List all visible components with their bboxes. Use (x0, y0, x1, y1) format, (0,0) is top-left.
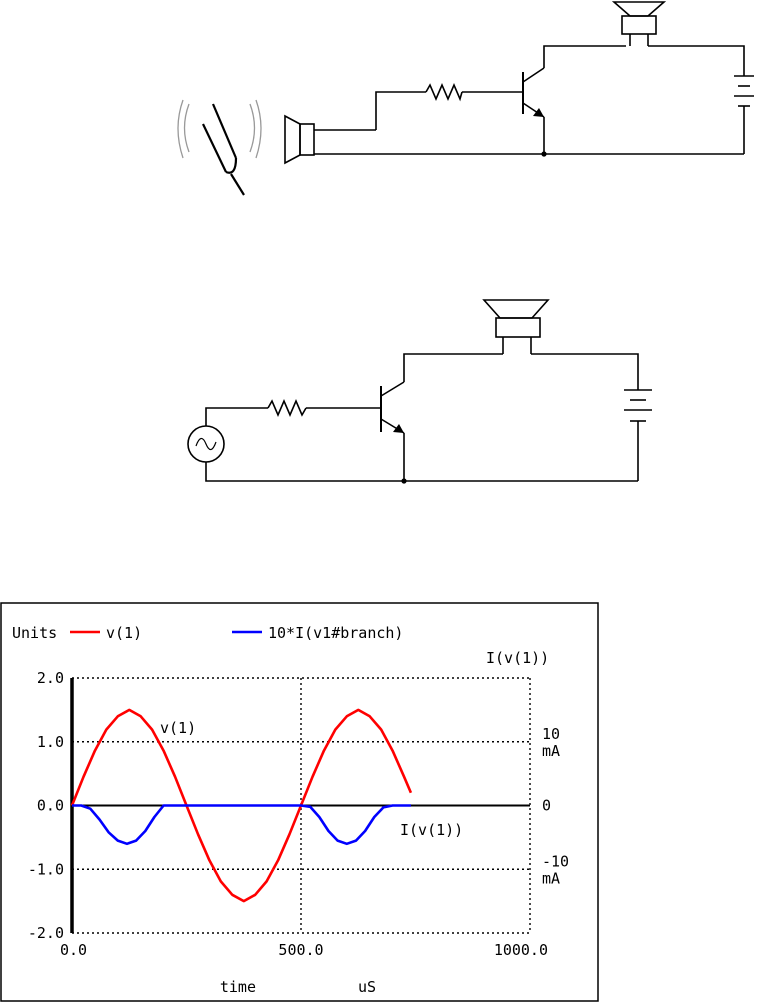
resistor (267, 398, 380, 418)
legend-label-current: 10*I(v1#branch) (268, 624, 403, 642)
ac-source-amplifier-circuit (187, 299, 652, 484)
y-tick-label: -2.0 (28, 924, 64, 942)
y-axis-label: Units (12, 624, 57, 642)
annotation-v1: v(1) (160, 719, 196, 737)
spice-plot: Units v(1) 10*I(v1#branch) I(v(1)) time … (0, 602, 599, 1002)
npn-transistor (522, 45, 626, 118)
series-line-current (72, 804, 411, 846)
speaker-icon (611, 1, 745, 76)
x-tick-label: 500.0 (278, 941, 323, 959)
tuning-fork-icon (177, 99, 262, 196)
plot-frame (0, 602, 599, 1002)
microphone-icon (284, 114, 376, 165)
x-axis-unit: uS (358, 978, 376, 996)
plot-series (70, 708, 413, 903)
x-axis-label: time (220, 978, 256, 996)
right-tick-label: 10 (542, 725, 560, 743)
right-tick-unit: mA (542, 869, 560, 887)
legend-label-v1: v(1) (106, 624, 142, 642)
y-tick-label: 1.0 (37, 733, 64, 751)
right-tick-label: 0 (542, 797, 551, 815)
battery-icon (624, 389, 652, 481)
y-tick-label: 0.0 (37, 797, 64, 815)
battery-icon (734, 75, 754, 154)
speaker-icon (482, 299, 639, 390)
annotation-current: I(v(1)) (400, 821, 463, 839)
right-axis-label: I(v(1)) (486, 649, 549, 667)
x-tick-label: 1000.0 (494, 941, 548, 959)
junction-dot (401, 478, 407, 484)
right-tick-unit: mA (542, 742, 560, 760)
npn-transistor (380, 353, 503, 481)
resistor (375, 82, 522, 130)
y-tick-label: 2.0 (37, 669, 64, 687)
ac-source-icon (187, 407, 638, 482)
y-tick-label: -1.0 (28, 860, 64, 878)
x-tick-label: 0.0 (60, 941, 87, 959)
plot-grid (72, 677, 531, 934)
series-line-v1 (70, 708, 413, 903)
right-tick-label: -10 (542, 852, 569, 870)
junction-dot (541, 151, 547, 157)
microphone-amplifier-circuit (177, 1, 754, 196)
